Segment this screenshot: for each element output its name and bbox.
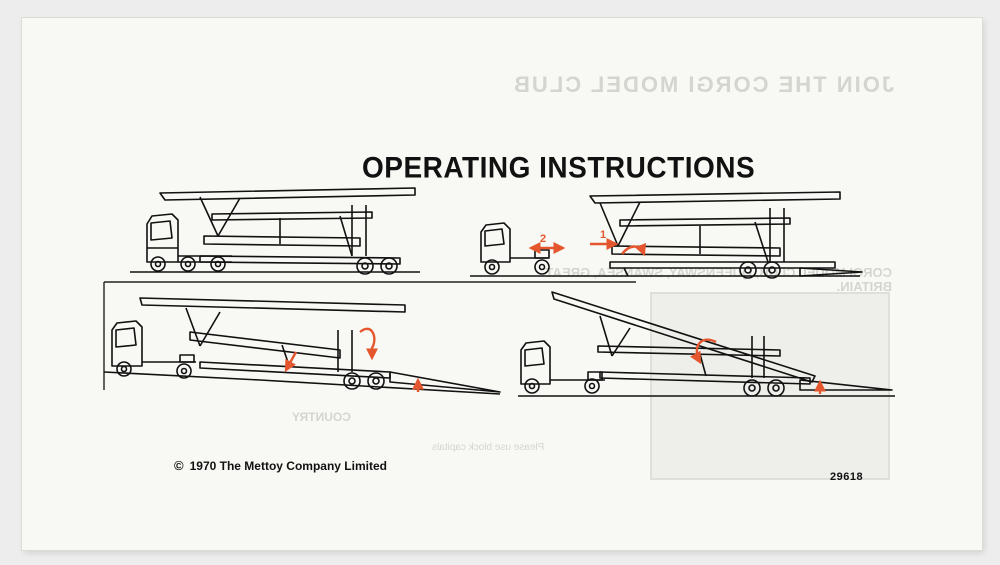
step-label-1: 1 — [600, 229, 606, 241]
curved-arrow-tilt-icon — [690, 338, 717, 365]
figure-4-deck-tilted — [518, 291, 895, 397]
curved-arrow-down-icon — [359, 327, 378, 361]
copyright-text: 1970 The Mettoy Company Limited — [189, 459, 387, 473]
figure-3-ramp-lowered — [103, 297, 501, 395]
arrow-down-icon — [284, 351, 298, 373]
copyright-symbol: © — [174, 458, 184, 473]
figure-1-transporter — [130, 187, 420, 275]
curved-arrow-icon — [621, 242, 646, 257]
page-title: OPERATING INSTRUCTIONS — [362, 151, 756, 184]
operation-arrows — [284, 238, 826, 394]
part-number: 29618 — [830, 471, 864, 483]
step-label-2: 2 — [540, 233, 546, 245]
copyright-line: © 1970 The Mettoy Company Limited — [174, 458, 387, 473]
figure-2-uncoupling — [470, 191, 863, 279]
